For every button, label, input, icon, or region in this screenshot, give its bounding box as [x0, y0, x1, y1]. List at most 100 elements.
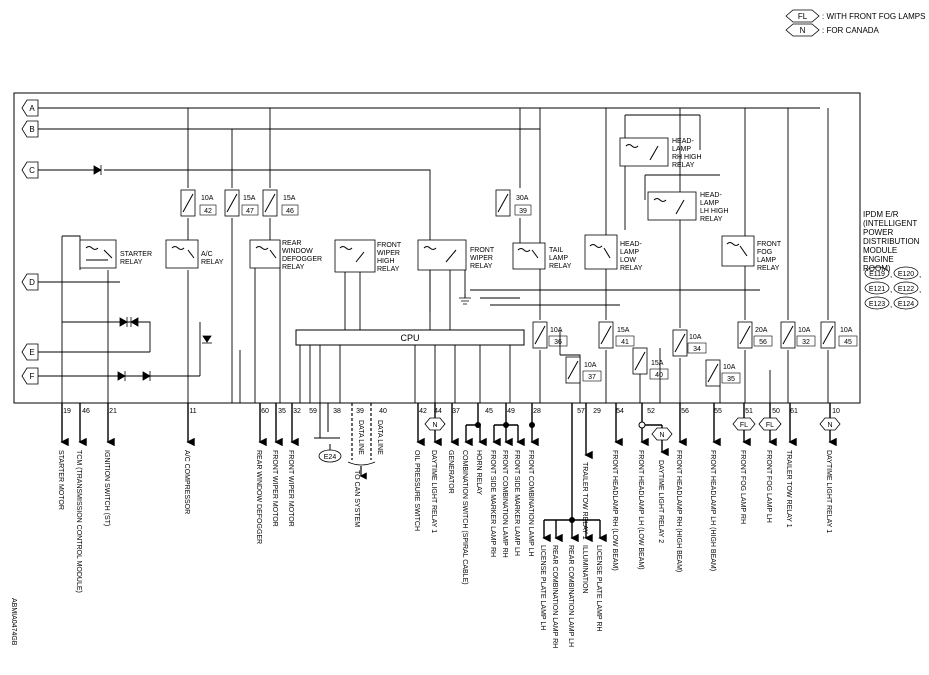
svg-text:10A: 10A [584, 362, 597, 369]
canada-icon: N [819, 417, 841, 431]
input-a: A [21, 99, 39, 117]
ground-icon [459, 294, 471, 305]
svg-text:45: 45 [485, 408, 493, 415]
legend-n-text: : FOR CANADA [822, 26, 880, 35]
diode-icon [93, 165, 212, 381]
svg-text:STARTER: STARTER [120, 251, 152, 258]
output-label: TCM (TRANSMISSION CONTROL MODULE) [75, 450, 82, 593]
input-label: B [29, 125, 34, 134]
module-name-line: (INTELLIGENT [863, 219, 917, 228]
connector-list: E119 , E120 , E121 , E122 , E123 , E124 [864, 266, 921, 310]
svg-text:RELAY: RELAY [700, 216, 723, 223]
output-label: TRAILER TOW RELAY 1 [581, 462, 588, 540]
svg-text:38: 38 [333, 408, 341, 415]
legend-fl-text: : WITH FRONT FOG LAMPS [822, 12, 925, 21]
svg-text:28: 28 [533, 408, 541, 415]
canada-icon: N [424, 417, 446, 431]
svg-text:RELAY: RELAY [672, 162, 695, 169]
output-label: FRONT SIDE MARKER LAMP LH [513, 450, 520, 556]
svg-text:FRONT: FRONT [470, 247, 495, 254]
svg-text:10: 10 [832, 408, 840, 415]
input-label: F [30, 372, 35, 381]
svg-text:FOG: FOG [757, 249, 772, 256]
input-f: F [21, 367, 39, 385]
svg-text:32: 32 [802, 339, 810, 346]
output-label: A/C COMPRESSOR [183, 450, 190, 514]
output-label: OIL PRESSURE SWITCH [413, 450, 420, 531]
connector-badge: E120 [898, 271, 914, 278]
svg-text:HIGH: HIGH [377, 258, 395, 265]
legend-n: N : FOR CANADA [785, 23, 880, 37]
svg-text:HEAD-: HEAD- [700, 192, 722, 199]
svg-text:35: 35 [727, 376, 735, 383]
svg-text:46: 46 [82, 408, 90, 415]
svg-text:LOW: LOW [620, 257, 636, 264]
svg-text:LAMP: LAMP [549, 255, 568, 262]
output-label: FRONT HEADLAMP RH (HIGH BEAM) [675, 450, 682, 572]
input-label: D [29, 278, 35, 287]
svg-text:15A: 15A [651, 360, 664, 367]
svg-text:TAIL: TAIL [549, 247, 563, 254]
svg-text:40: 40 [655, 372, 663, 379]
output-label: TRAILER TOW RELAY 1 [785, 450, 792, 528]
svg-text:50: 50 [772, 408, 780, 415]
connector-badge: E124 [898, 301, 914, 308]
svg-text:HEAD-: HEAD- [620, 241, 642, 248]
svg-text:39: 39 [519, 208, 527, 215]
output-label: DAYTIME LIGHT RELAY 1 [430, 450, 437, 533]
legend-fl-symbol: FL [798, 12, 808, 21]
svg-text:59: 59 [309, 408, 317, 415]
output-label: HORN RELAY [475, 450, 482, 495]
svg-text:WIPER: WIPER [377, 250, 400, 257]
can-system-label: TO CAN SYSTEM [353, 470, 360, 527]
svg-text:A/C: A/C [201, 251, 213, 258]
input-label: C [29, 166, 35, 175]
svg-text:42: 42 [419, 408, 427, 415]
output-label: GENERATOR [447, 450, 454, 494]
output-label: REAR COMBINATION LAMP LH [567, 545, 574, 647]
splice-dots [475, 421, 646, 523]
svg-text:LH HIGH: LH HIGH [700, 208, 728, 215]
svg-text:10A: 10A [689, 334, 702, 341]
ground-connector-label: E24 [324, 454, 337, 461]
svg-text:FRONT: FRONT [757, 241, 782, 248]
ipdm-frame [13, 92, 861, 404]
svg-text:WIPER: WIPER [470, 255, 493, 262]
module-name-line: ROOM) [863, 264, 891, 273]
output-label: REAR WINDOW DEFOGGER [255, 450, 262, 544]
svg-text:N: N [827, 422, 832, 429]
svg-text:15A: 15A [283, 195, 296, 202]
fog-lamp-icon: FL [732, 417, 756, 431]
svg-text:56: 56 [759, 339, 767, 346]
module-name-line: DISTRIBUTION [863, 237, 920, 246]
svg-text:20A: 20A [755, 327, 768, 334]
output-label: DAYTIME LIGHT RELAY 1 [825, 450, 832, 533]
svg-text:HEAD-: HEAD- [672, 138, 694, 145]
svg-text:RELAY: RELAY [470, 263, 493, 270]
svg-text:LAMP: LAMP [757, 257, 776, 264]
svg-text:,: , [919, 270, 921, 279]
input-b: B [21, 120, 39, 138]
data-line-label: DATA LINE [376, 420, 383, 455]
legend-n-symbol: N [800, 26, 806, 35]
connector-badge: E119 [869, 271, 885, 278]
output-labels: STARTER MOTOR TCM (TRANSMISSION CONTROL … [57, 450, 832, 648]
svg-text:10A: 10A [798, 327, 811, 334]
input-c: C [21, 161, 39, 179]
svg-text:LAMP: LAMP [620, 249, 639, 256]
svg-text:44: 44 [434, 408, 442, 415]
output-label: FRONT HEADLAMP LH (HIGH BEAM) [709, 450, 716, 571]
svg-text:REAR: REAR [282, 240, 301, 247]
svg-text:19: 19 [63, 408, 71, 415]
legend: FL : WITH FRONT FOG LAMPS N : FOR CANADA [785, 9, 925, 37]
svg-text:RELAY: RELAY [549, 263, 572, 270]
svg-text:,: , [890, 300, 892, 309]
fog-lamp-icon: FL [758, 417, 782, 431]
